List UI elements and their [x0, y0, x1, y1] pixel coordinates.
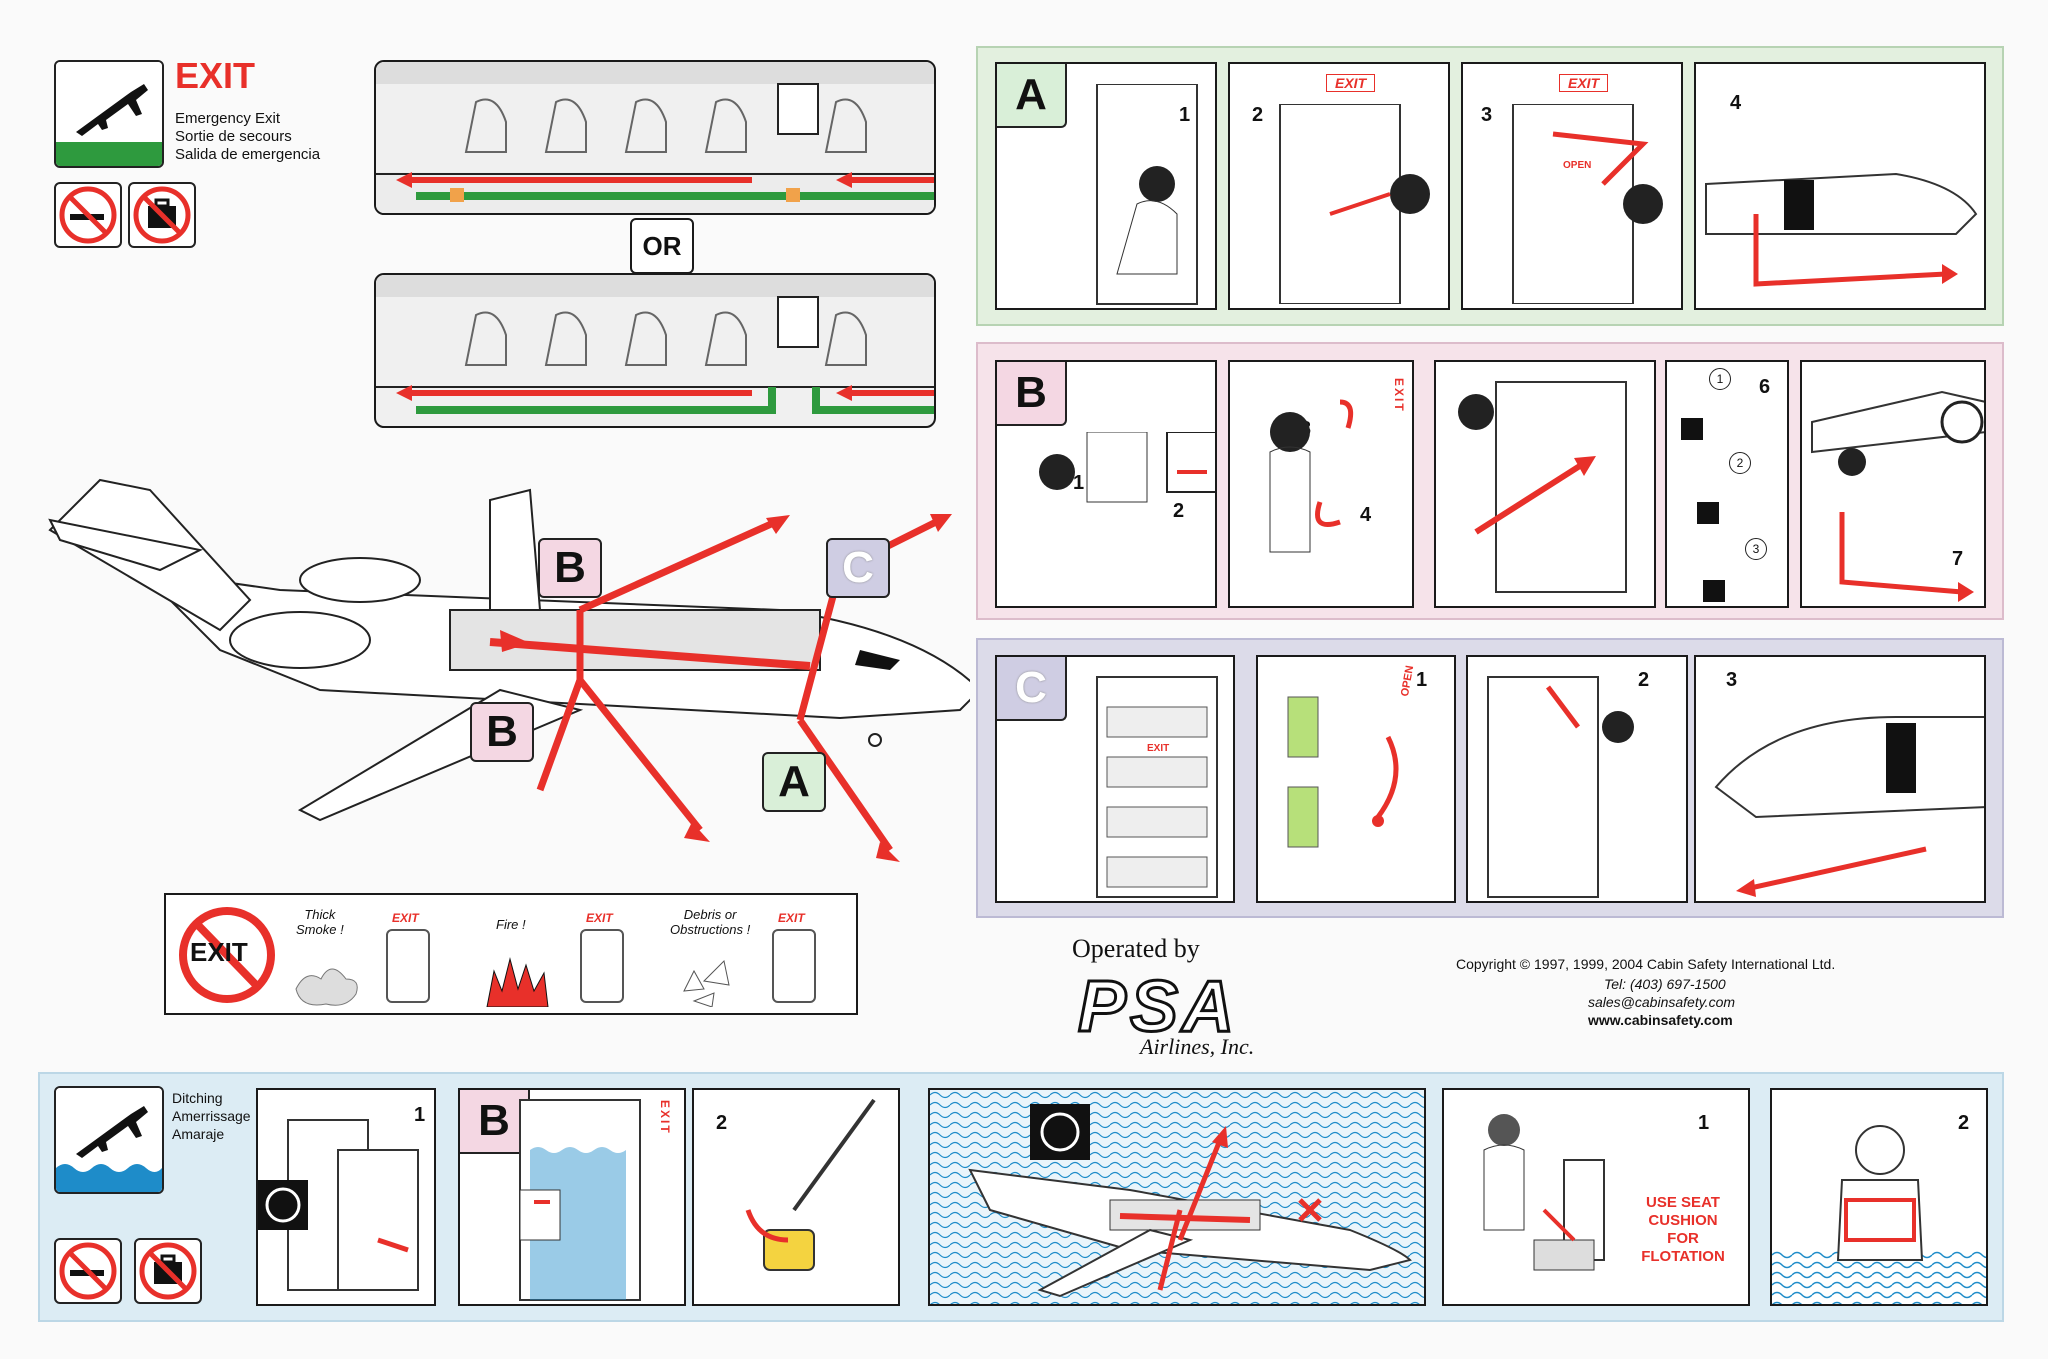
hazard-smoke-exit: EXIT [392, 911, 419, 925]
cabin-floor-path-diagram-2 [374, 273, 936, 428]
ditching-aircraft-water [928, 1088, 1426, 1306]
panel-c-step-3: 3 [1694, 655, 1986, 903]
panel-b-step-5: 5 [1434, 360, 1656, 608]
panel-b-step-2-num: 2 [1173, 500, 1185, 522]
panel-b-step-3-4: 3 4 EXIT [1228, 360, 1414, 608]
ditching-step-2: 2 [692, 1088, 900, 1306]
or-label-box: OR [630, 218, 694, 274]
hazard-smoke-door [386, 929, 430, 1003]
panel-a-step-1: A 1 [995, 62, 1217, 310]
panel-b-step-1-num: 1 [1073, 472, 1085, 494]
panel-a-letter: A [997, 64, 1067, 128]
ditching-label-fr: Amerrissage [172, 1108, 251, 1124]
aircraft-label-b-lower: B [470, 702, 534, 762]
panel-b-letter: B [997, 362, 1067, 426]
ditching-cushion-text-line-4: FLOTATION [1641, 1248, 1725, 1265]
panel-a-step-2-num: 2 [1252, 104, 1264, 126]
panel-c-exit-label: EXIT [1147, 743, 1170, 754]
hazard-fire-door [580, 929, 624, 1003]
hazard-debris-label: Debris or Obstructions ! [670, 907, 751, 937]
panel-a-step-4: 4 [1694, 62, 1986, 310]
ditching-no-baggage-icon [134, 1238, 202, 1304]
panel-b-step-6-num: 6 [1759, 376, 1771, 398]
panel-c-letter: C [997, 657, 1067, 721]
aircraft-label-b-upper: B [538, 538, 602, 598]
hazard-smoke-label: Thick Smoke ! [296, 907, 344, 937]
panel-a-step-2: 2 EXIT [1228, 62, 1450, 310]
panel-c-step-1: 1 OPEN [1256, 655, 1456, 903]
airlines-inc-label: Airlines, Inc. [1140, 1034, 1255, 1059]
ditching-label-en: Ditching [172, 1090, 223, 1106]
panel-a-step-3-num: 3 [1481, 104, 1493, 126]
ditching-step-2-num: 2 [716, 1112, 728, 1134]
exit-subtitle-es: Salida de emergencia [175, 146, 321, 163]
ditching-step-1: 1 [256, 1088, 436, 1306]
ditching-cushion-step-1-num: 1 [1698, 1112, 1710, 1134]
hazard-debris-door [772, 929, 816, 1003]
fire-icon [486, 957, 549, 1007]
ditching-no-smoking-icon [54, 1238, 122, 1304]
exit-subtitle-en: Emergency Exit [175, 110, 281, 127]
panel-c-step-2: 2 [1466, 655, 1688, 903]
aircraft-exit-diagram [20, 450, 982, 870]
emergency-exit-icon [54, 60, 164, 168]
ditching-label-es: Amaraje [172, 1126, 225, 1142]
copyright-line: Copyright © 1997, 1999, 2004 Cabin Safet… [1456, 956, 1836, 972]
aircraft-label-c: C [826, 538, 890, 598]
hazard-fire-label: Fire ! [496, 917, 526, 932]
ditching-cushion-step-2: 2 [1770, 1088, 1988, 1306]
panel-b-step-7: 7 [1800, 360, 1986, 608]
panel-c-step-3-num: 3 [1726, 669, 1738, 691]
exit-subtitle-fr: Sortie de secours [175, 128, 292, 145]
panel-c-step-0: C EXIT [995, 655, 1235, 903]
operated-by-label: Operated by [1072, 934, 1200, 963]
ditching-exit-vertical: EXIT [658, 1100, 672, 1135]
ditching-cushion-text-line-2: CUSHION [1648, 1212, 1718, 1229]
hazard-fire-exit: EXIT [586, 911, 613, 925]
panel-b-exit-vertical: EXIT [1392, 378, 1406, 413]
panel-c-step-1-num: 1 [1416, 669, 1428, 691]
copyright-email: sales@cabinsafety.com [1588, 994, 1736, 1010]
panel-b-step-7-num: 7 [1952, 548, 1964, 570]
panel-a-exit-sign-3: EXIT [1559, 74, 1609, 92]
copyright-tel: Tel: (403) 697-1500 [1604, 976, 1726, 992]
panel-b-substep-3: 3 [1745, 538, 1767, 560]
panel-c-step-2-num: 2 [1638, 669, 1650, 691]
ditching-cushion-text-line-3: FOR [1667, 1230, 1699, 1247]
ditching-b-door: B EXIT [458, 1088, 686, 1306]
hazard-debris-exit: EXIT [778, 911, 805, 925]
no-baggage-icon [128, 182, 196, 248]
ditching-cushion-text-line-1: USE SEAT [1646, 1194, 1720, 1211]
panel-b-substep-1: 1 [1709, 368, 1731, 390]
cabin-floor-path-diagram-1 [374, 60, 936, 215]
panel-a-open-label: OPEN [1563, 160, 1592, 171]
exit-title: EXIT [175, 55, 256, 96]
no-exit-label: EXIT [190, 937, 248, 967]
ditching-step-1-num: 1 [414, 1104, 426, 1126]
aircraft-label-a: A [762, 752, 826, 812]
ditching-cushion-step-2-num: 2 [1958, 1112, 1970, 1134]
ditching-icon [54, 1086, 164, 1194]
no-smoking-icon [54, 182, 122, 248]
panel-a-step-3: 3 EXIT OPEN [1461, 62, 1683, 310]
panel-b-step-6: 6 1 2 3 [1665, 360, 1789, 608]
ditching-cushion-text: USE SEAT CUSHION FOR FLOTATION [1628, 1194, 1738, 1266]
hazard-strip: EXIT Thick Smoke ! EXIT Fire ! EXIT Debr… [164, 893, 858, 1015]
panel-a-step-4-num: 4 [1730, 92, 1742, 114]
ditching-cushion-step-1: 1 USE SEAT CUSHION FOR FLOTATION [1442, 1088, 1750, 1306]
panel-b-substep-2: 2 [1729, 452, 1751, 474]
copyright-web: www.cabinsafety.com [1588, 1012, 1733, 1028]
or-label: OR [642, 230, 682, 261]
ditching-b-letter: B [460, 1090, 530, 1154]
panel-b-step-1-2: B 1 2 [995, 360, 1217, 608]
panel-b-step-4-num: 4 [1360, 504, 1372, 526]
panel-a-exit-sign-2: EXIT [1326, 74, 1376, 92]
panel-a-step-1-num: 1 [1179, 104, 1191, 126]
psa-logo: PSA [1076, 966, 1239, 1049]
